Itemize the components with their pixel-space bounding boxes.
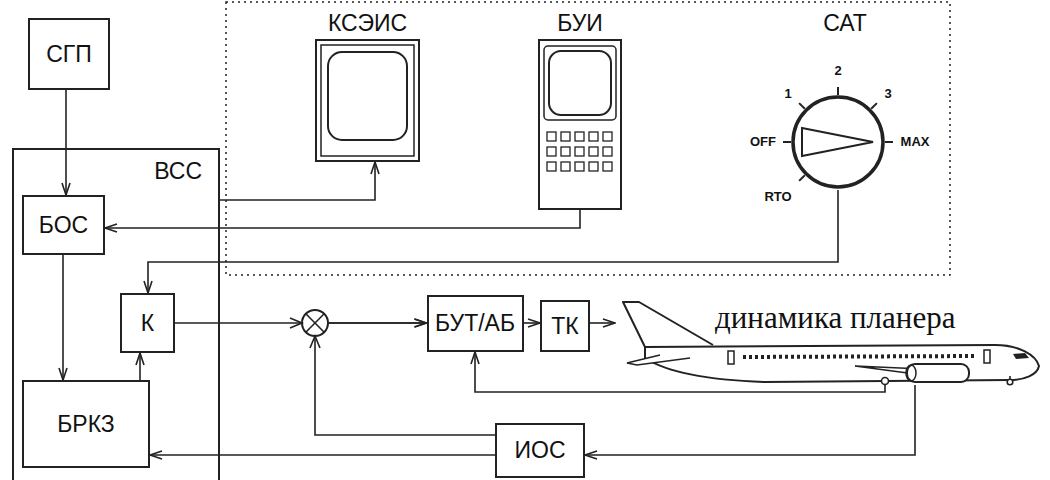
display-unit: КСЭИС xyxy=(315,8,420,162)
control-panel: БУИ xyxy=(538,8,622,210)
block-label: БРКЗ xyxy=(57,411,114,438)
outline-drawing xyxy=(538,8,622,210)
block-box: К xyxy=(120,293,175,353)
signal-connector xyxy=(590,322,615,324)
block-label: БОС xyxy=(39,212,88,239)
dial-mark: OFF xyxy=(750,134,776,149)
block-label: БУТ/АБ xyxy=(435,310,515,337)
block-box: ТК xyxy=(540,300,590,352)
block-box: БОС xyxy=(22,195,105,255)
dial-mark: 2 xyxy=(834,63,841,78)
dial-mark: 1 xyxy=(784,86,791,101)
block-box: СГП xyxy=(28,18,110,90)
block-label: БУИ xyxy=(536,8,624,38)
block-box: ИОС xyxy=(495,423,585,478)
system-box: ВСС БОС К БРКЗ xyxy=(12,148,220,480)
block-box: БУТ/АБ xyxy=(427,295,524,352)
block-label: КСЭИС xyxy=(313,8,422,38)
dotted-region xyxy=(226,2,950,275)
signal-connector xyxy=(150,454,495,456)
mode-selector: САТ xyxy=(745,8,945,190)
signal-connector xyxy=(65,90,67,195)
signal-connector xyxy=(585,385,915,455)
block-label: К xyxy=(141,310,154,337)
dial-mark: 3 xyxy=(884,86,891,101)
signal-connector xyxy=(148,190,838,293)
block-label: СГП xyxy=(46,41,92,68)
caption-label: динамика планера xyxy=(715,300,955,336)
block-label: САТ xyxy=(743,8,947,38)
signal-connector xyxy=(62,255,64,380)
block-label: ВСС xyxy=(154,158,202,185)
airframe-illustration: динамика планера xyxy=(615,300,1040,385)
dial-mark: RTO xyxy=(764,189,791,204)
block-label: ТК xyxy=(551,313,578,340)
signal-connector xyxy=(315,323,495,435)
dial-mark: MAX xyxy=(901,134,930,149)
block-box: БРКЗ xyxy=(22,380,150,468)
block-label: ИОС xyxy=(514,437,565,464)
signal-connector xyxy=(139,353,141,380)
summing-junction xyxy=(290,310,328,348)
signal-connector xyxy=(105,210,580,228)
signal-connector xyxy=(220,162,375,200)
signal-connector xyxy=(524,322,541,324)
